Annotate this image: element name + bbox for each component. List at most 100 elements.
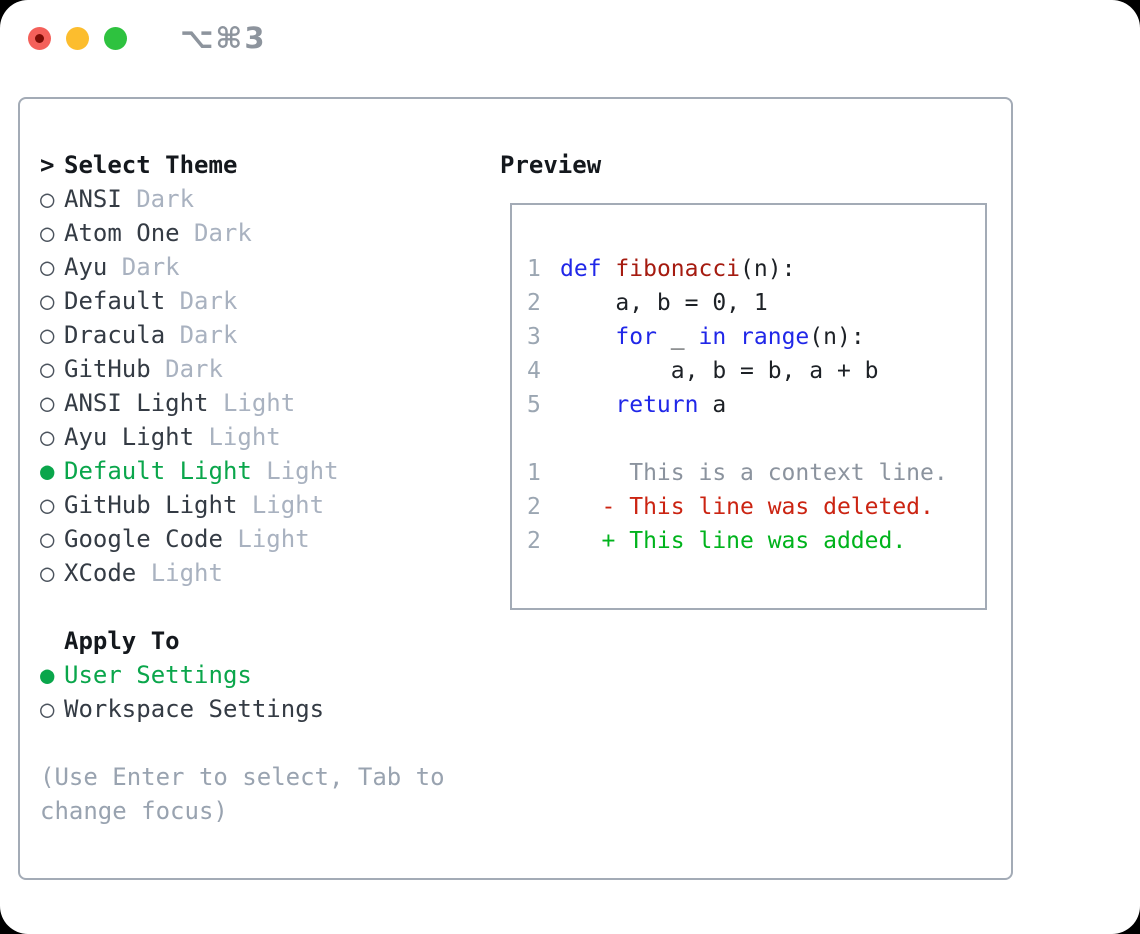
theme-name: Google Code [64, 525, 223, 553]
token-plain [560, 392, 615, 418]
spacer [40, 590, 500, 624]
theme-option-dracula[interactable]: ○ Dracula Dark [40, 318, 500, 352]
radio-unselected-icon: ○ [40, 355, 55, 383]
line-number: 2 [527, 290, 541, 316]
theme-option-ansi[interactable]: ○ ANSI Dark [40, 182, 500, 216]
theme-name: Dracula [64, 321, 166, 349]
theme-name: Atom One [64, 219, 180, 247]
code-content: a, b = 0, 1 [560, 286, 768, 320]
apply-to-title: Apply To [64, 627, 180, 655]
apply-option-workspace-settings[interactable]: ○Workspace Settings [40, 692, 500, 726]
token-deleted: - This line was deleted. [560, 494, 934, 520]
keyboard-hint-text: (Use Enter to select, Tab to change focu… [40, 763, 445, 825]
theme-variant-tag: Dark [194, 219, 252, 247]
theme-name: Ayu Light [64, 423, 195, 451]
preview-title: Preview [500, 151, 602, 179]
theme-name: XCode [64, 559, 137, 587]
token-context: This is a context line. [560, 460, 948, 486]
minimize-button[interactable] [66, 26, 89, 50]
theme-variant-tag: Dark [179, 287, 238, 315]
code-content: This is a context line. [560, 456, 948, 490]
theme-name: Default [64, 287, 166, 315]
line-number: 5 [527, 392, 541, 418]
radio-unselected-icon: ○ [40, 695, 55, 723]
apply-option-label: User Settings [64, 661, 252, 689]
token-added: + This line was added. [560, 528, 907, 554]
spacer [40, 726, 500, 760]
token-function: fibonacci [615, 256, 741, 282]
close-button-dot-icon [35, 33, 44, 43]
code-line: 4 a, b = b, a + b [527, 354, 985, 388]
radio-unselected-icon: ○ [40, 389, 55, 417]
select-theme-header: > Select Theme [40, 148, 500, 182]
theme-variant-tag: Light [222, 389, 296, 417]
theme-variant-tag: Dark [165, 355, 223, 383]
theme-name: Default Light [64, 457, 252, 485]
line-number: 4 [527, 358, 541, 384]
theme-variant-tag: Light [251, 491, 325, 519]
line-number: 2 [527, 494, 541, 520]
theme-variant-tag: Dark [136, 185, 195, 213]
token-keyword: in [698, 324, 727, 350]
theme-option-default[interactable]: ○ Default Dark [40, 284, 500, 318]
theme-name: Ayu [64, 253, 108, 281]
prompt-icon: > [40, 151, 55, 179]
radio-unselected-icon: ○ [40, 559, 55, 587]
token-keyword: for [615, 324, 657, 350]
theme-name: GitHub Light [64, 491, 238, 519]
radio-unselected-icon: ○ [40, 185, 55, 213]
theme-name: ANSI [64, 185, 122, 213]
radio-unselected-icon: ○ [40, 525, 55, 553]
theme-variant-tag: Dark [121, 253, 180, 281]
theme-option-atom-one[interactable]: ○ Atom One Dark [40, 216, 500, 250]
token-plain [560, 324, 615, 350]
theme-variant-tag: Light [266, 457, 339, 485]
token-keyword: return [615, 392, 699, 418]
code-line: 2 a, b = 0, 1 [527, 286, 985, 320]
code-content: def fibonacci(n): [560, 252, 795, 286]
token-plain: a [698, 392, 727, 418]
radio-unselected-icon: ○ [40, 219, 55, 247]
code-line: 1 def fibonacci(n): [527, 252, 985, 286]
line-number: 3 [527, 324, 541, 350]
radio-unselected-icon: ○ [40, 321, 55, 349]
select-theme-title: Select Theme [64, 151, 238, 179]
code-line: 1 This is a context line. [527, 456, 985, 490]
radio-selected-icon: ● [40, 457, 55, 485]
theme-variant-tag: Dark [179, 321, 238, 349]
theme-option-ayu[interactable]: ○ Ayu Dark [40, 250, 500, 284]
theme-option-xcode[interactable]: ○ XCode Light [40, 556, 500, 590]
code-content: a, b = b, a + b [560, 354, 879, 388]
line-number: 2 [527, 528, 541, 554]
token-plain: a, b = 0, 1 [560, 290, 768, 316]
line-number: 1 [527, 256, 541, 282]
token-plain: _ [656, 324, 699, 350]
theme-variant-tag: Light [208, 423, 281, 451]
token-plain [726, 324, 740, 350]
token-keyword: def [560, 256, 602, 282]
radio-unselected-icon: ○ [40, 253, 55, 281]
theme-option-default-light[interactable]: ● Default Light Light [40, 454, 500, 488]
radio-unselected-icon: ○ [40, 287, 55, 315]
code-content: for _ in range(n): [560, 320, 865, 354]
line-number: 1 [527, 460, 541, 486]
token-plain: a, b = b, a + b [560, 358, 879, 384]
code-line [527, 422, 985, 456]
close-button[interactable] [28, 26, 51, 50]
code-content: + This line was added. [560, 524, 907, 558]
window-title-shortcut: ⌥⌘3 [180, 21, 267, 55]
token-plain: (n): [809, 324, 865, 350]
apply-option-user-settings[interactable]: ●User Settings [40, 658, 500, 692]
theme-variant-tag: Light [150, 559, 223, 587]
maximize-button[interactable] [104, 26, 127, 50]
